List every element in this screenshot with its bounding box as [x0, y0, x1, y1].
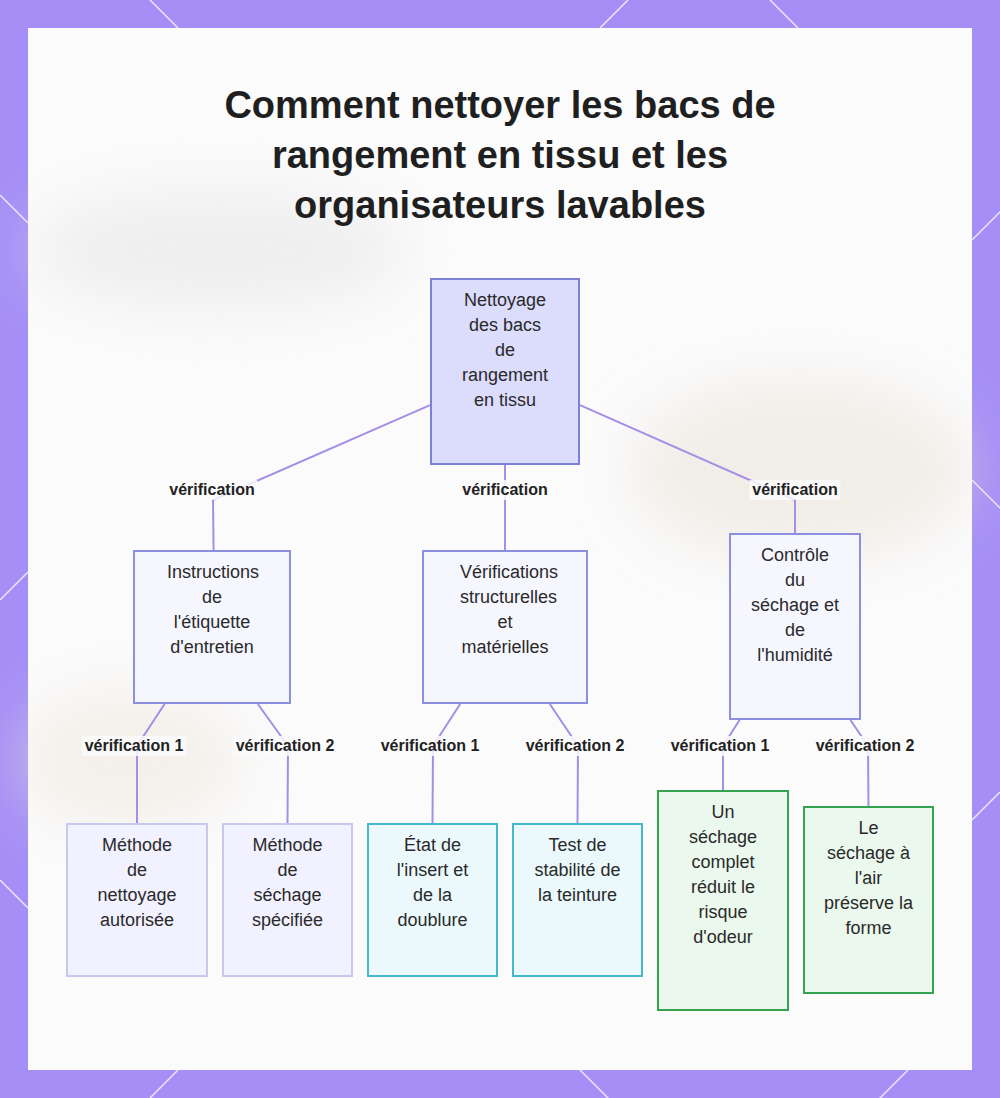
topic-box: Instructions de l'étiquette d'entretien	[133, 550, 291, 704]
connector-line	[137, 704, 165, 823]
topic-box: Contrôle du séchage et de l'humidité	[729, 533, 861, 720]
edge-label: vérification 1	[82, 736, 187, 756]
diagram-title: Comment nettoyer les bacs de rangement e…	[180, 80, 820, 230]
node-text: Méthode de nettoyage autorisée	[92, 833, 182, 933]
edge-label: vérification 1	[378, 736, 483, 756]
connector-line	[258, 704, 288, 823]
connector-line	[850, 720, 868, 806]
topic-box: Le séchage à l'air préserve la forme	[803, 806, 934, 994]
connector-line	[504, 465, 506, 550]
edge-label: vérification 1	[668, 736, 773, 756]
topic-box: Méthode de séchage spécifiée	[222, 823, 353, 977]
edge-label: vérification	[166, 480, 257, 500]
node-text: Le séchage à l'air préserve la forme	[824, 816, 914, 941]
connector-line	[550, 704, 578, 823]
edge-label: vérification 2	[813, 736, 918, 756]
root-box: Nettoyage des bacs de rangement en tissu	[430, 278, 580, 465]
topic-box: Vérifications structurelles et matériell…	[422, 550, 588, 704]
connector-line	[580, 405, 795, 533]
node-text: Un séchage complet réduit le risque d'od…	[678, 800, 768, 950]
node-text: Instructions de l'étiquette d'entretien	[167, 560, 257, 660]
edge-label: vérification	[459, 480, 550, 500]
node-text: Méthode de séchage spécifiée	[243, 833, 333, 933]
topic-box: Un séchage complet réduit le risque d'od…	[657, 790, 789, 1011]
connector-line	[213, 405, 430, 550]
topic-box: Test de stabilité de la teinture	[512, 823, 643, 977]
edge-label: vérification	[749, 480, 840, 500]
node-text: Nettoyage des bacs de rangement en tissu	[460, 288, 550, 413]
edge-label: vérification 2	[523, 736, 628, 756]
node-text: Vérifications structurelles et matériell…	[460, 560, 550, 660]
node-text: Contrôle du séchage et de l'humidité	[750, 543, 840, 668]
edge-label: vérification 2	[233, 736, 338, 756]
connector-line	[433, 704, 461, 823]
topic-box: Méthode de nettoyage autorisée	[66, 823, 208, 977]
topic-box: État de l'insert et de la doublure	[367, 823, 498, 977]
node-text: État de l'insert et de la doublure	[388, 833, 478, 933]
node-text: Test de stabilité de la teinture	[533, 833, 623, 908]
